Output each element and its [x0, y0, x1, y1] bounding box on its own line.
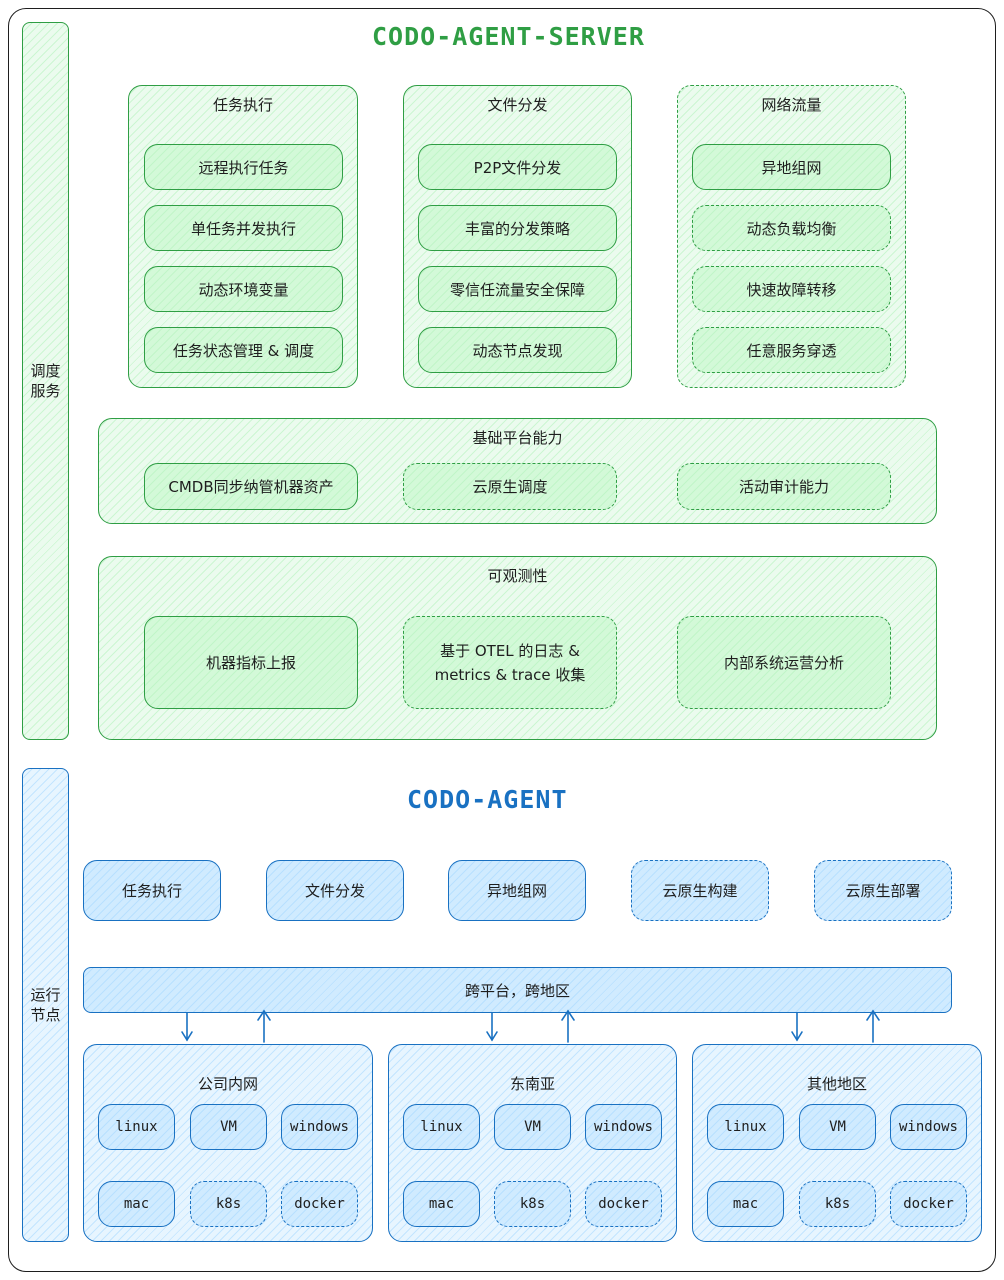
- agent-feature-cloud-deploy: 云原生部署: [814, 860, 952, 921]
- feature-remote-networking: 异地组网: [692, 144, 891, 190]
- feature-zero-trust: 零信任流量安全保障: [418, 266, 617, 312]
- region-name: 其他地区: [806, 1075, 867, 1093]
- node-mac: mac: [403, 1181, 480, 1227]
- node-docker: docker: [890, 1181, 967, 1227]
- agent-feature-file: 文件分发: [266, 860, 404, 921]
- node-mac: mac: [98, 1181, 175, 1227]
- feature-task-state: 任务状态管理 & 调度: [144, 327, 343, 373]
- node-k8s: k8s: [799, 1181, 876, 1227]
- group-header: 可观测性: [487, 567, 548, 585]
- agent-feature-task: 任务执行: [83, 860, 221, 921]
- feature-dynamic-env: 动态环境变量: [144, 266, 343, 312]
- node-docker: docker: [281, 1181, 358, 1227]
- group-header: 基础平台能力: [472, 429, 563, 447]
- region-name: 东南亚: [509, 1075, 555, 1093]
- node-k8s: k8s: [494, 1181, 571, 1227]
- agent-feature-network: 异地组网: [448, 860, 586, 921]
- feature-service-tunnel: 任意服务穿透: [692, 327, 891, 373]
- agent-feature-cloud-build: 云原生构建: [631, 860, 769, 921]
- feature-load-balance: 动态负载均衡: [692, 205, 891, 251]
- node-windows: windows: [585, 1104, 662, 1150]
- region-name: 公司内网: [197, 1075, 258, 1093]
- cross-platform-bar: 跨平台，跨地区: [83, 967, 952, 1013]
- node-linux: linux: [707, 1104, 784, 1150]
- side-label-scheduling: 调度 服务: [22, 22, 69, 740]
- node-vm: VM: [799, 1104, 876, 1150]
- group-header: 文件分发: [487, 96, 548, 114]
- feature-audit: 活动审计能力: [677, 463, 891, 510]
- feature-strategies: 丰富的分发策略: [418, 205, 617, 251]
- group-header: 任务执行: [212, 96, 273, 114]
- node-linux: linux: [98, 1104, 175, 1150]
- feature-node-discovery: 动态节点发现: [418, 327, 617, 373]
- side-label-runtime: 运行 节点: [22, 768, 69, 1242]
- feature-ops-analysis: 内部系统运营分析: [677, 616, 891, 709]
- feature-cmdb: CMDB同步纳管机器资产: [144, 463, 358, 510]
- group-header: 网络流量: [761, 96, 822, 114]
- feature-p2p: P2P文件分发: [418, 144, 617, 190]
- feature-otel: 基于 OTEL 的日志 & metrics & trace 收集: [403, 616, 617, 709]
- agent-title: CODO-AGENT: [407, 785, 568, 814]
- node-linux: linux: [403, 1104, 480, 1150]
- node-vm: VM: [494, 1104, 571, 1150]
- outer-frame: [8, 8, 996, 1272]
- node-windows: windows: [281, 1104, 358, 1150]
- feature-remote-exec: 远程执行任务: [144, 144, 343, 190]
- feature-concurrent-exec: 单任务并发执行: [144, 205, 343, 251]
- node-vm: VM: [190, 1104, 267, 1150]
- feature-cloud-native-scheduling: 云原生调度: [403, 463, 617, 510]
- node-k8s: k8s: [190, 1181, 267, 1227]
- feature-metrics-report: 机器指标上报: [144, 616, 358, 709]
- node-docker: docker: [585, 1181, 662, 1227]
- feature-failover: 快速故障转移: [692, 266, 891, 312]
- node-mac: mac: [707, 1181, 784, 1227]
- node-windows: windows: [890, 1104, 967, 1150]
- server-title: CODO-AGENT-SERVER: [372, 22, 645, 51]
